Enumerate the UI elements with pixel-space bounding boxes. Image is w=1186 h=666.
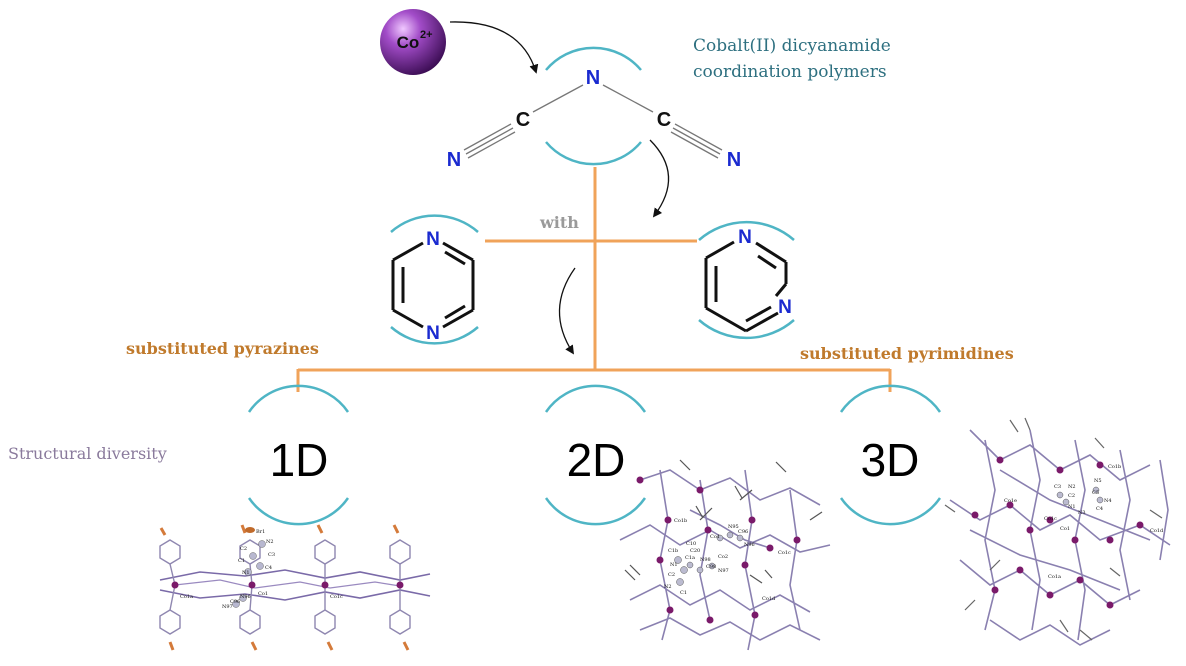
- atom-label-2d: N2: [664, 584, 672, 590]
- atom-label-3d: N2: [1068, 484, 1076, 490]
- cobalt-ion: Co 2+: [380, 9, 446, 75]
- atom-label-3d: C3: [1054, 484, 1061, 490]
- atom-label-1d: Br1: [256, 529, 265, 535]
- pyrazine-molecule: N N: [390, 214, 479, 345]
- atom-label-3d: Co1: [1060, 526, 1070, 532]
- atom-label-3d: C4: [1096, 506, 1103, 512]
- dimension-2d-label: 2D: [567, 434, 626, 486]
- atom-label-3d: C2: [1068, 493, 1075, 499]
- atom-label-1d: N2: [266, 539, 274, 545]
- atom-label-1d: N97: [222, 604, 233, 610]
- atom-label-2d: C1b: [668, 548, 678, 554]
- atom-label-2d: N96: [744, 542, 755, 548]
- atom-label-2d: Co1: [710, 534, 720, 540]
- dimension-2d: 2D: [544, 384, 647, 526]
- atom-label-2d: N98: [700, 557, 711, 563]
- atom-label-1d: C1: [238, 558, 245, 564]
- atom-label-2d: N95: [728, 524, 739, 530]
- arrow-dca-to-with: [649, 139, 670, 218]
- with-label: with: [539, 213, 579, 232]
- crystal-structure-1d: Br1 N2 C2 C3 C1 N1 C4 Co1 Co1a N97 C96 N…: [159, 524, 431, 651]
- title-line2: coordination polymers: [693, 62, 887, 82]
- dimension-3d: 3D: [839, 384, 942, 526]
- atom-label-3d: Co1c: [1044, 516, 1057, 522]
- atom-label-1d: N96: [240, 594, 251, 600]
- crystal-structure-3d: Co1b N2 N5 C3 C2 C5 Co1e N1 N4 Co1c C4 N…: [944, 417, 1171, 646]
- atom-label-2d: Co2: [718, 554, 728, 560]
- atom-label-2d: C2: [668, 572, 675, 578]
- atom-label-3d: N3: [1078, 510, 1086, 516]
- atom-label-2d: N97: [718, 568, 729, 574]
- pyrimidine-molecule: N N: [698, 220, 795, 340]
- atom-label-3d: Co1d: [1150, 528, 1164, 534]
- arrow-to-2d: [558, 267, 576, 355]
- atom-label-2d: N1: [670, 562, 678, 568]
- atom-label-2d: Co1d: [762, 596, 776, 602]
- atom-label-1d: N1: [242, 570, 250, 576]
- triple-bond-left: [463, 123, 516, 159]
- atom-label-3d: C5: [1092, 490, 1099, 496]
- dimension-3d-label: 3D: [861, 434, 920, 486]
- dca-top-arc: [545, 46, 642, 71]
- atom-label-3d: N1: [1068, 504, 1076, 510]
- atom-label-1d: Co1: [258, 591, 268, 597]
- atom-label-3d: N5: [1094, 478, 1102, 484]
- dca-n-left: N: [447, 149, 461, 171]
- atom-label-2d: C10: [686, 541, 696, 547]
- atom-label-2d: C98: [706, 564, 716, 570]
- dca-n-center: N: [586, 67, 600, 89]
- cobalt-sphere: [380, 9, 446, 75]
- atom-label-2d: C1a: [685, 555, 695, 561]
- atom-label-2d: C20: [690, 548, 700, 554]
- dca-n-right: N: [727, 149, 741, 171]
- pyrazine-n-bottom: N: [426, 323, 440, 344]
- atom-label-3d: Co1a: [1048, 574, 1061, 580]
- atom-label-1d: Co1c: [330, 594, 343, 600]
- atom-label-2d: C96: [738, 529, 748, 535]
- cobalt-charge: 2+: [420, 29, 433, 41]
- atom-label-2d: Co1b: [674, 518, 687, 524]
- atom-label-1d: C3: [268, 552, 275, 558]
- title-line1: Cobalt(II) dicyanamide: [693, 36, 891, 56]
- atom-label-2d: C1: [680, 590, 687, 596]
- dicyanamide-molecule: N C C N N: [447, 46, 741, 171]
- dca-c-right: C: [657, 109, 671, 131]
- arrow-ion-to-dca: [449, 21, 539, 74]
- dca-bottom-arc: [545, 141, 642, 166]
- label-substituted-pyrimidines: substituted pyrimidines: [800, 344, 1014, 363]
- pyrimidine-n-right: N: [778, 297, 792, 318]
- structural-diversity-label: Structural diversity: [8, 444, 167, 463]
- atom-label-3d: N4: [1104, 498, 1112, 504]
- dimension-1d-label: 1D: [270, 434, 329, 486]
- dimension-1d: 1D: [247, 384, 350, 526]
- triple-bond-right: [670, 123, 723, 159]
- crystal-structure-2d: Co1b Co1 N95 C96 C10 N96 C20 C1a C1b N98…: [619, 459, 831, 651]
- atom-label-1d: C4: [265, 565, 272, 571]
- atom-label-3d: Co1e: [1004, 498, 1017, 504]
- atom-label-1d: C96: [230, 599, 240, 605]
- connector-tree: [296, 167, 892, 392]
- bond-n-c-right: [602, 84, 654, 113]
- atom-label-2d: Co1c: [778, 550, 791, 556]
- atom-label-1d: Co1a: [180, 594, 193, 600]
- dca-c-left: C: [516, 109, 530, 131]
- atom-label-3d: Co1b: [1108, 464, 1121, 470]
- label-substituted-pyrazines: substituted pyrazines: [126, 339, 319, 358]
- pyrazine-n-top: N: [426, 229, 440, 250]
- cobalt-symbol: Co: [397, 33, 420, 52]
- pyrimidine-n-top: N: [738, 227, 752, 248]
- atom-label-1d: C2: [240, 546, 247, 552]
- bond-n-c-left: [532, 84, 584, 113]
